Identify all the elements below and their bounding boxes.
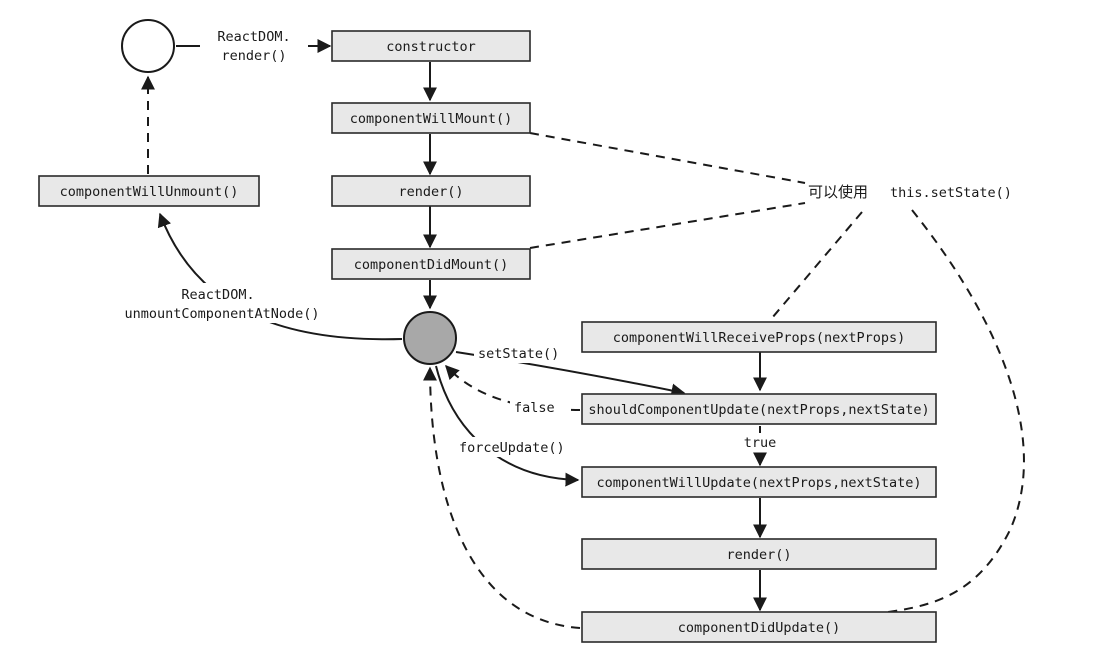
node-will-unmount-label: componentWillUnmount() (60, 184, 239, 200)
label-forceupdate: forceUpdate() (459, 440, 565, 456)
node-component-will-receive-props: componentWillReceiveProps(nextProps) (581, 321, 937, 353)
note-link-willmount (529, 132, 806, 184)
label-unmount-call-1: ReactDOM. (181, 287, 254, 303)
node-will-mount-label: componentWillMount() (350, 111, 513, 127)
node-component-will-unmount: componentWillUnmount() (38, 175, 260, 207)
label-setstate: setState() (478, 346, 559, 362)
note-link-didmount (529, 202, 806, 249)
node-will-receive-props-label: componentWillReceiveProps(nextProps) (613, 330, 906, 346)
label-render-call-2: render() (221, 48, 286, 64)
note-setstate-allowed-prefix: 可以使用 (808, 183, 868, 201)
label-true: true (744, 435, 777, 451)
node-render-mount-label: render() (398, 184, 463, 200)
edge-forceupdate (435, 365, 580, 487)
node-should-component-update: shouldComponentUpdate(nextProps,nextStat… (581, 393, 937, 425)
start-end-circle (121, 19, 175, 73)
node-should-update-label: shouldComponentUpdate(nextProps,nextStat… (588, 402, 929, 418)
node-did-mount-label: componentDidMount() (354, 257, 508, 273)
node-component-did-mount: componentDidMount() (331, 248, 531, 280)
node-constructor: constructor (331, 30, 531, 62)
node-render-mount: render() (331, 175, 531, 207)
node-will-update-label: componentWillUpdate(nextProps,nextState) (596, 475, 921, 491)
node-did-update-label: componentDidUpdate() (678, 620, 841, 636)
note-link-receiveprops (771, 211, 863, 319)
label-false: false (514, 400, 555, 416)
node-render-update-label: render() (726, 547, 791, 563)
note-setstate-allowed-code: this.setState() (890, 185, 1012, 201)
node-component-did-update: componentDidUpdate() (581, 611, 937, 643)
state-circle (403, 311, 457, 365)
edge-didupdate-to-state (423, 366, 581, 629)
node-constructor-label: constructor (386, 39, 475, 55)
node-component-will-update: componentWillUpdate(nextProps,nextState) (581, 466, 937, 498)
node-render-update: render() (581, 538, 937, 570)
node-component-will-mount: componentWillMount() (331, 102, 531, 134)
label-render-call-1: ReactDOM. (217, 29, 290, 45)
label-unmount-call-2: unmountComponentAtNode() (124, 306, 319, 322)
